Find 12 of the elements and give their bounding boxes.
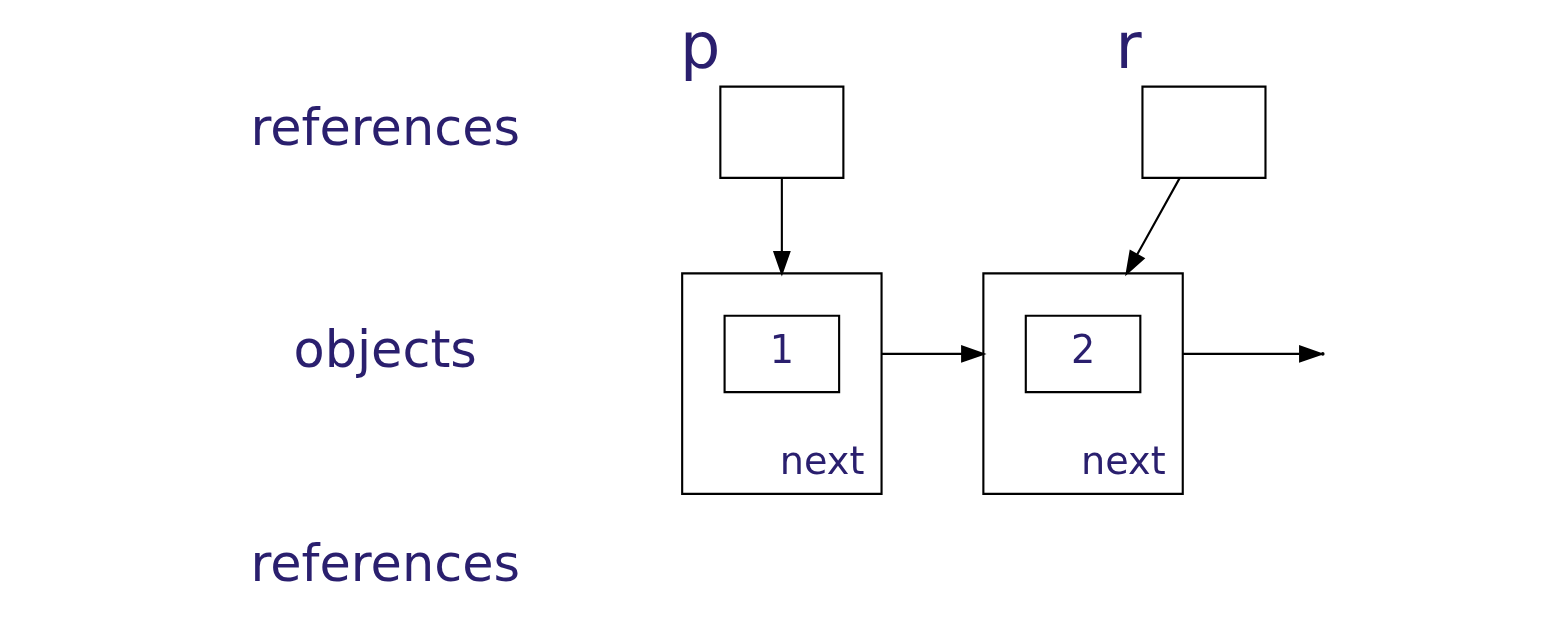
arrow [881,345,987,363]
label: references [250,534,520,594]
node-box [719,85,845,179]
arrow [1125,177,1181,277]
arrow [772,178,791,277]
label: objects [293,320,477,380]
label: references [250,98,520,158]
node-box: 1 [723,314,841,394]
node-label: r [1115,8,1142,83]
node-label: p [680,8,721,83]
node-box [1141,85,1267,179]
node-box: 2 [1024,314,1142,394]
